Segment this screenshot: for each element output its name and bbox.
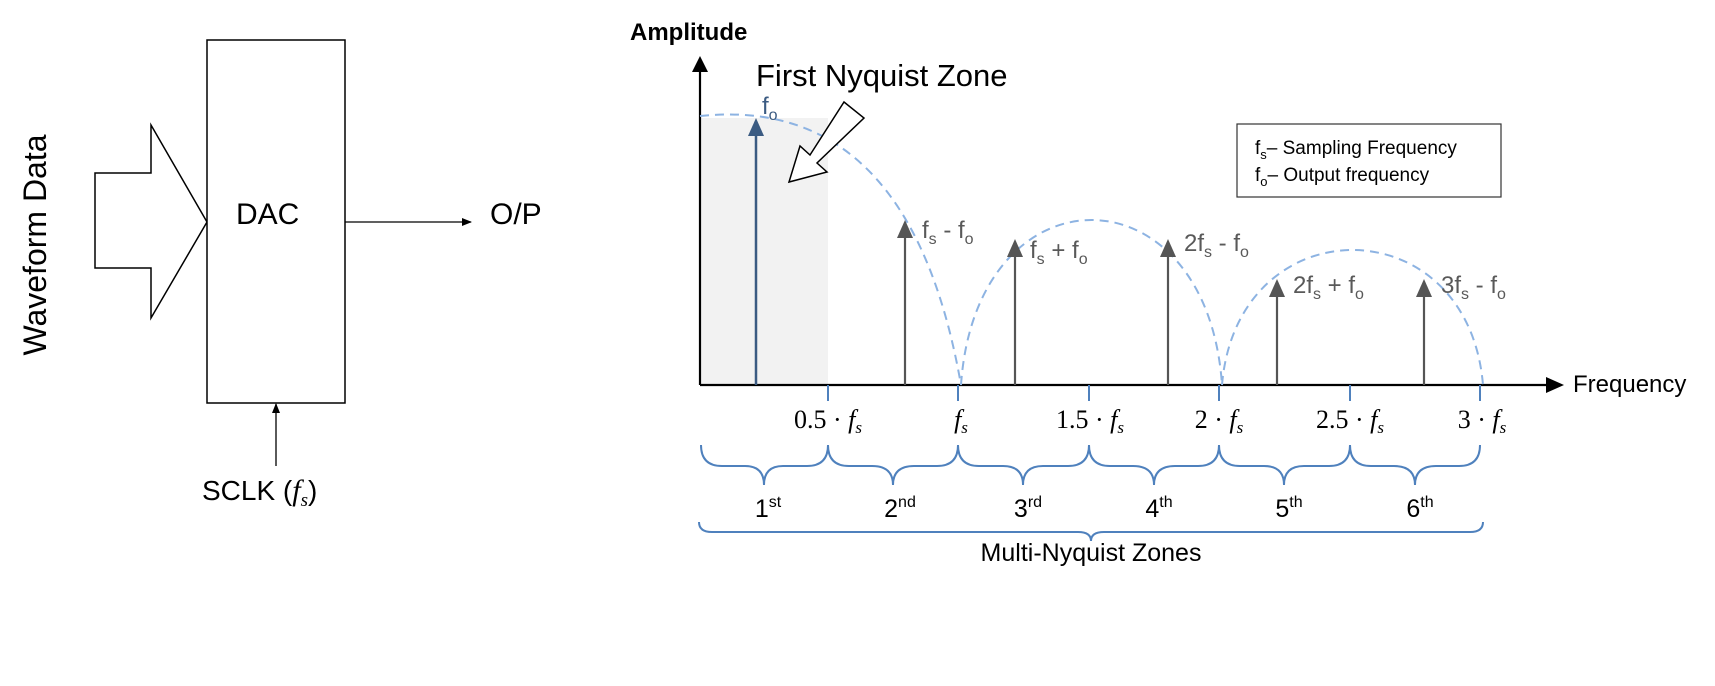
zone-brace-5 (1218, 444, 1351, 486)
input-block-arrow (94, 122, 208, 321)
output-label: O/P (490, 198, 542, 231)
zone-label-6: 6th (1406, 494, 1433, 523)
x-tick-labels: 0.5 · fs fs 1.5 · fs 2 · fs 2.5 · fs 3 ·… (794, 405, 1507, 437)
tone-fs-minus-fo-arrowhead (897, 220, 913, 238)
zone-label-2: 2nd (884, 494, 916, 523)
tick-label-0.5fs: 0.5 · fs (794, 405, 862, 437)
tick-label-3fs: 3 · fs (1458, 405, 1507, 437)
callout-hollow-arrow (787, 100, 866, 184)
block-diagram: Waveform Data DAC O/P SCLK (fs) (17, 39, 542, 511)
tone-2fs-minus-fo-label: 2fs - fo (1184, 230, 1249, 261)
tick-label-2.5fs: 2.5 · fs (1316, 405, 1384, 437)
multi-nyquist-brace (698, 521, 1484, 542)
x-axis-ticks (827, 385, 1481, 401)
legend: fs– Sampling Frequency fo– Output freque… (1236, 123, 1502, 198)
y-axis-label: Amplitude (630, 19, 747, 46)
x-axis-arrowhead (1546, 377, 1564, 393)
zone-label-3: 3rd (1014, 494, 1042, 523)
waveform-data-label: Waveform Data (17, 134, 53, 355)
zone-label-5: 5th (1275, 494, 1302, 523)
tone-2fs-plus-fo-label: 2fs + fo (1293, 272, 1364, 303)
legend-item-sampling: fs– Sampling Frequency (1255, 138, 1457, 162)
tick-label-fs: fs (954, 405, 968, 437)
tone-fo-arrowhead (748, 118, 764, 136)
tone-3fs-minus-fo-label: 3fs - fo (1441, 272, 1506, 303)
tone-3fs-minus-fo-arrowhead (1416, 279, 1432, 297)
zone-brace-2 (827, 444, 959, 486)
zone-brace-1 (700, 444, 829, 486)
clock-label: SCLK (fs) (202, 474, 317, 511)
first-nyquist-zone-callout: First Nyquist Zone (756, 58, 1008, 93)
multi-nyquist-zones-label: Multi-Nyquist Zones (981, 539, 1202, 567)
zone-brace-6 (1349, 444, 1481, 486)
dac-block (206, 39, 346, 404)
spectral-tones: fo fs - fo fs + fo 2fs - fo 2fs + fo 3fs… (748, 93, 1506, 385)
zone-brace-4 (1088, 444, 1220, 486)
zone-label-1: 1st (755, 494, 782, 523)
zone-braces (700, 444, 1481, 486)
dac-label: DAC (236, 198, 299, 231)
legend-box (1236, 123, 1502, 198)
sinc-envelope (699, 113, 1484, 386)
envelope-lobe-3 (1221, 249, 1484, 386)
zone-labels: 1st 2nd 3rd 4th 5th 6th (755, 494, 1434, 523)
x-axis-label: Frequency (1573, 371, 1686, 398)
envelope-lobe-2 (960, 219, 1223, 386)
tone-fs-plus-fo-label: fs + fo (1030, 237, 1088, 268)
spectrum-chart: Amplitude Frequency 0.5 · fs fs 1.5 · fs… (630, 19, 1686, 567)
tone-2fs-minus-fo-arrowhead (1160, 239, 1176, 257)
envelope-lobe-main (699, 113, 962, 386)
tone-fo-label: fo (762, 93, 778, 124)
zone-label-4: 4th (1145, 494, 1172, 523)
tone-fs-plus-fo-arrowhead (1007, 239, 1023, 257)
legend-item-output: fo– Output frequency (1255, 165, 1430, 189)
tone-2fs-plus-fo-arrowhead (1269, 279, 1285, 297)
tick-label-1.5fs: 1.5 · fs (1056, 405, 1124, 437)
tone-fs-minus-fo-label: fs - fo (922, 217, 974, 248)
y-axis-arrowhead (692, 56, 708, 72)
tick-label-2fs: 2 · fs (1195, 405, 1244, 437)
zone-brace-3 (957, 444, 1090, 486)
